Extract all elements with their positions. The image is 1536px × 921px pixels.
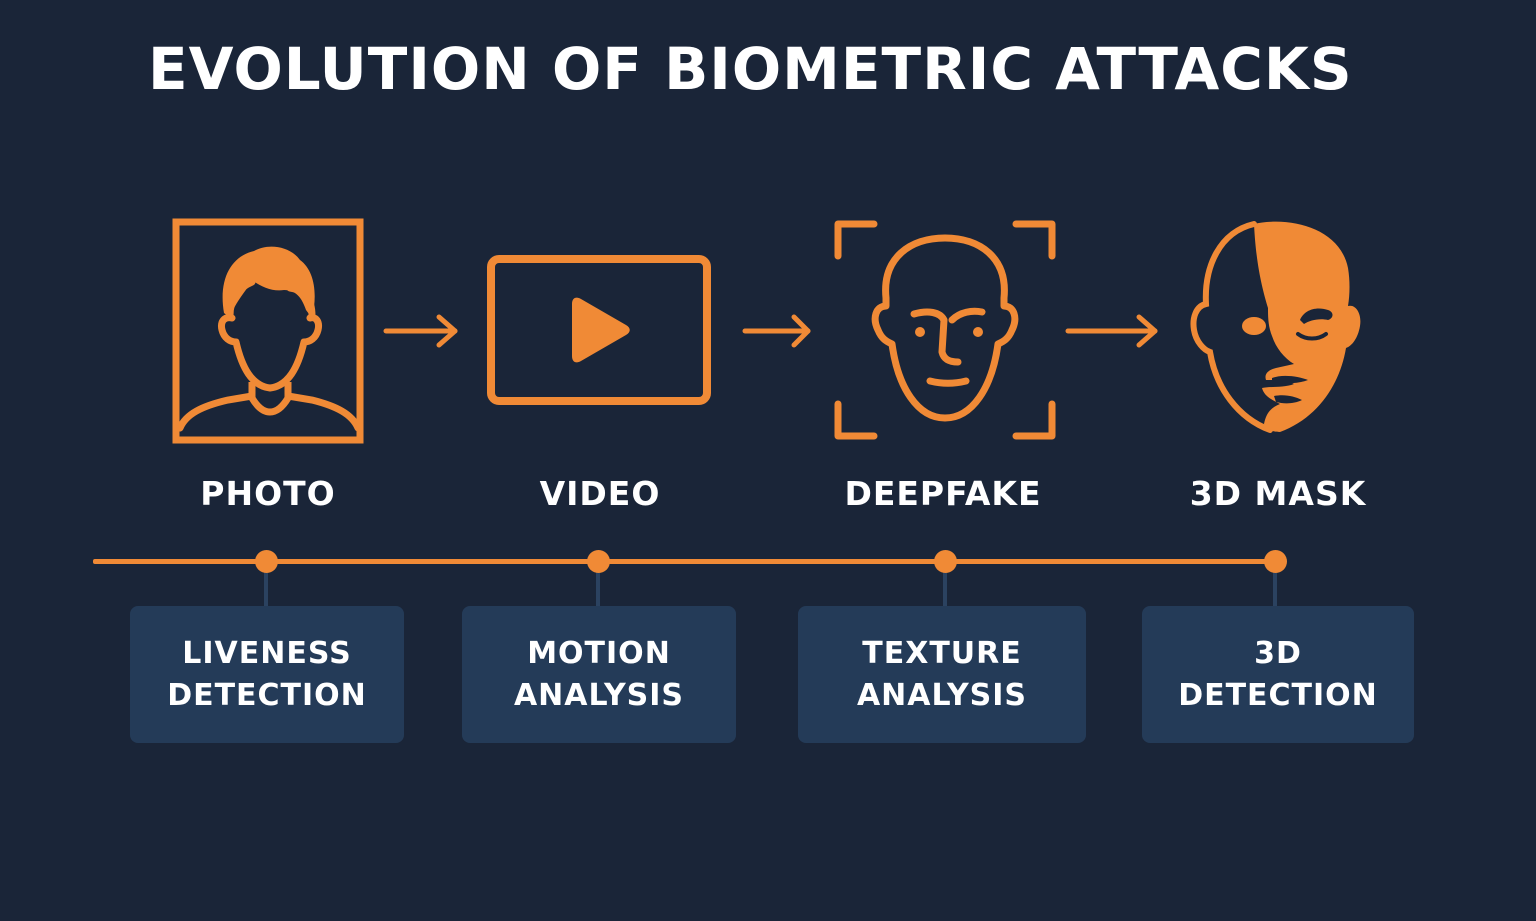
face-scan-icon <box>834 220 1056 440</box>
defense-label-line2: ANALYSIS <box>856 677 1028 713</box>
arrow-right-icon <box>383 314 458 348</box>
timeline-dot <box>255 550 278 573</box>
timeline-connector <box>1273 570 1277 608</box>
stage-label-deepfake: DEEPFAKE <box>844 474 1042 513</box>
timeline-dot <box>934 550 957 573</box>
portrait-photo-icon <box>172 218 364 444</box>
defense-label-line1: TEXTURE <box>862 635 1022 671</box>
stage-label-3d-mask: 3D MASK <box>1189 474 1367 513</box>
defense-label-line2: DETECTION <box>167 677 367 713</box>
defense-label-line1: MOTION <box>527 635 671 671</box>
defense-box-liveness-detection: LIVENESS DETECTION <box>130 606 404 743</box>
defense-box-3d-detection: 3D DETECTION <box>1142 606 1414 743</box>
3d-mask-icon <box>1190 221 1361 433</box>
defense-label-line2: ANALYSIS <box>513 677 685 713</box>
arrow-right-icon <box>1065 314 1158 348</box>
arrow-right-icon <box>742 314 811 348</box>
defense-box-texture-analysis: TEXTURE ANALYSIS <box>798 606 1086 743</box>
timeline-dot <box>1264 550 1287 573</box>
timeline-dot <box>587 550 610 573</box>
defense-label-line1: 3D <box>1254 635 1302 671</box>
timeline-connector <box>596 570 600 608</box>
timeline-connector <box>264 570 268 608</box>
timeline-connector <box>943 570 947 608</box>
defense-box-motion-analysis: MOTION ANALYSIS <box>462 606 736 743</box>
timeline-line <box>93 559 1277 564</box>
defense-label-line2: DETECTION <box>1178 677 1378 713</box>
stage-label-photo: PHOTO <box>200 474 336 513</box>
stage-label-video: VIDEO <box>539 474 661 513</box>
page-title: EVOLUTION OF BIOMETRIC ATTACKS <box>148 35 1353 103</box>
video-play-icon <box>487 255 711 405</box>
defense-label-line1: LIVENESS <box>182 635 352 671</box>
